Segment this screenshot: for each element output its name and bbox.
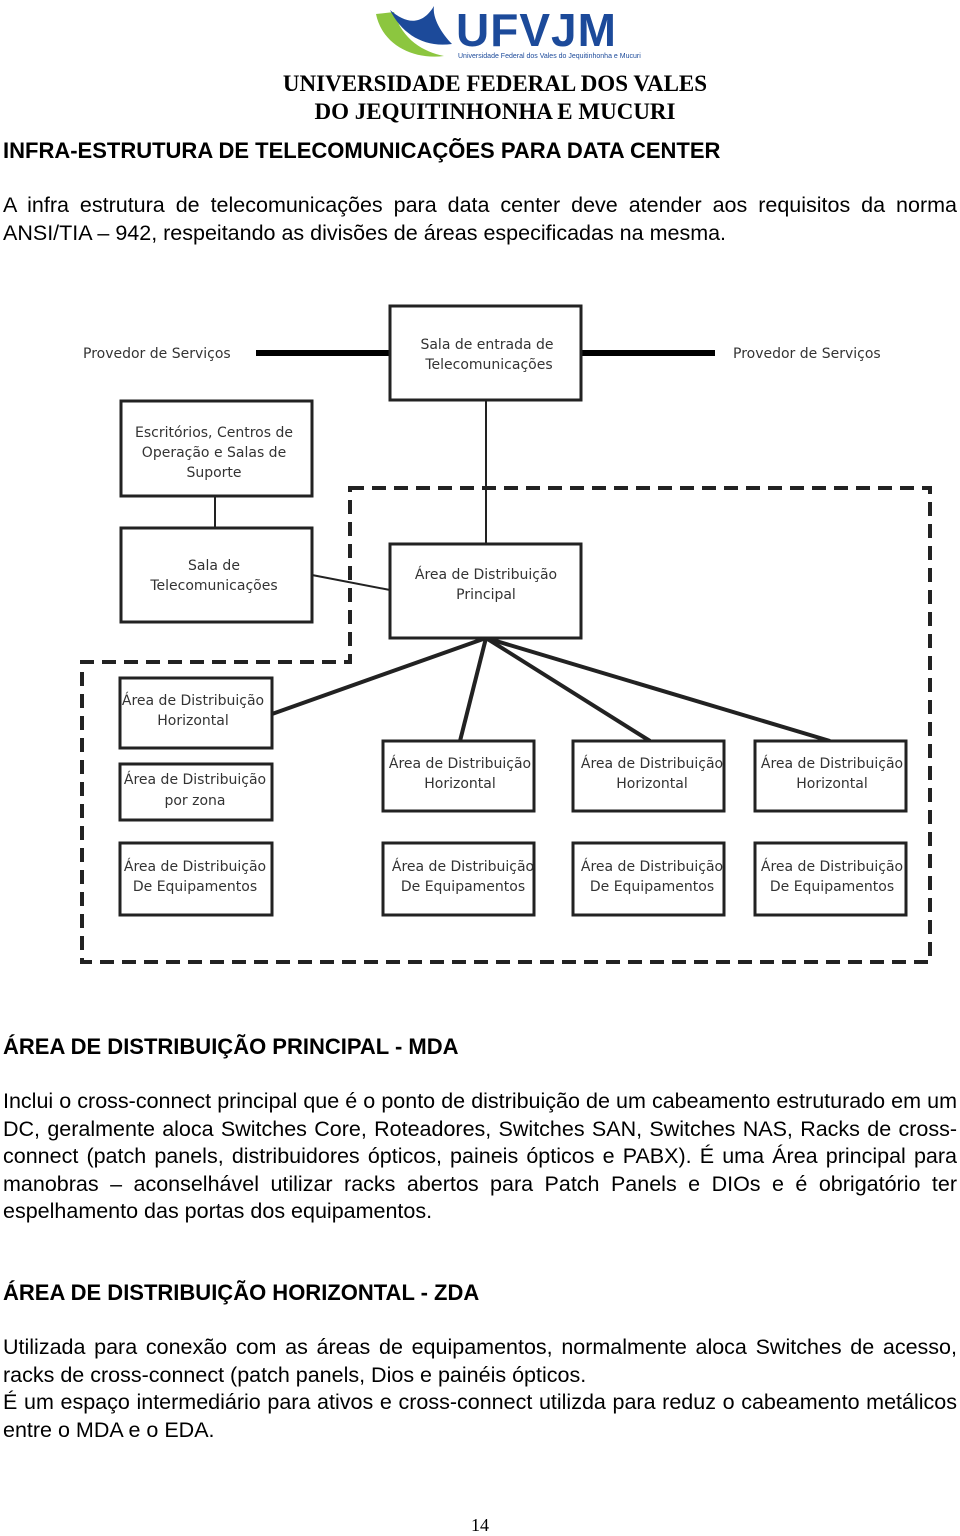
institution-name-line1: UNIVERSIDADE FEDERAL DOS VALES — [282, 71, 708, 96]
hda-box-3 — [753, 739, 908, 813]
mda-label-2: Principal — [456, 587, 516, 603]
section-zda-paragraph-1: Utilizada para conexão com as áreas de e… — [3, 1335, 957, 1387]
hda-left-label-1: Área de Distribuição — [122, 692, 264, 709]
hda-3-label-2: Horizontal — [796, 776, 867, 792]
section-heading-mda: ÁREA DE DISTRIBUIÇÃO PRINCIPAL - MDA — [3, 1034, 459, 1059]
eda-2-label-2: De Equipamentos — [590, 879, 714, 895]
link-telecom-mda — [311, 574, 391, 591]
telecom-room-box — [119, 526, 314, 624]
link-mda-hda-3 — [485, 636, 831, 743]
telecom-room-label-2: Telecomunicações — [149, 578, 277, 594]
logo-wordmark: UFVJM — [456, 4, 617, 56]
zda-label-1: Área de Distribuição — [124, 771, 266, 788]
hda-1-label-1: Área de Distribuição — [389, 755, 531, 772]
hda-3-label-1: Área de Distribuição — [761, 755, 903, 772]
section-heading-zda: ÁREA DE DISTRIBUIÇÃO HORIZONTAL - ZDA — [3, 1280, 480, 1305]
logo-subtitle: Universidade Federal dos Vales do Jequit… — [458, 53, 641, 60]
entrance-room-box — [388, 304, 583, 402]
eda-1-label-1: Área de Distribuição — [392, 858, 534, 875]
logo-leaf-blue — [390, 6, 452, 45]
entrance-room-label-2: Telecomunicações — [424, 357, 552, 373]
page-number: 14 — [471, 1515, 489, 1535]
eda-2-label-1: Área de Distribuição — [581, 858, 723, 875]
offices-label-1: Escritórios, Centros de — [135, 425, 293, 441]
entrance-room-label-1: Sala de entrada de — [420, 337, 553, 353]
link-mda-hda-left — [271, 636, 487, 716]
data-center-topology-diagram: Provedor de Serviços Provedor de Serviço… — [80, 304, 932, 964]
hda-left-box — [118, 676, 274, 750]
link-mda-hda-2 — [484, 636, 652, 743]
provider-left-label: Provedor de Serviços — [83, 346, 231, 362]
offices-box — [119, 399, 314, 498]
hda-box-2 — [571, 739, 726, 813]
link-mda-hda-1 — [458, 637, 488, 742]
telecom-room-label-1: Sala de — [188, 558, 240, 574]
offices-label-2: Operação e Salas de — [142, 445, 286, 461]
eda-3-label-1: Área de Distribuição — [761, 858, 903, 875]
hda-2-label-2: Horizontal — [616, 776, 687, 792]
provider-right-label: Provedor de Serviços — [733, 346, 881, 362]
section-mda-paragraph: Inclui o cross-connect principal que é o… — [3, 1089, 957, 1223]
eda-3-label-2: De Equipamentos — [770, 879, 894, 895]
eda-left-label-1: Área de Distribuição — [124, 858, 266, 875]
data-center-boundary — [80, 486, 932, 964]
offices-label-3: Suporte — [186, 465, 241, 481]
hda-2-label-1: Área de Distribuição — [581, 755, 723, 772]
intro-paragraph: A infra estrutura de telecomunicações pa… — [3, 193, 957, 245]
mda-label-1: Área de Distribuição — [415, 566, 557, 583]
mda-box — [388, 542, 583, 640]
ufvjm-logo — [376, 6, 452, 57]
page-title: INFRA-ESTRUTURA DE TELECOMUNICAÇÕES PARA… — [3, 138, 721, 163]
logo-leaf-green — [376, 12, 444, 57]
zda-label-2: por zona — [164, 793, 225, 809]
hda-1-label-2: Horizontal — [424, 776, 495, 792]
section-mda-text: Inclui o cross-connect principal que é o… — [3, 1088, 957, 1226]
eda-left-label-2: De Equipamentos — [133, 879, 257, 895]
hda-box-1 — [381, 739, 536, 813]
eda-1-label-2: De Equipamentos — [401, 879, 525, 895]
section-zda-paragraph-2: É um espaço intermediário para ativos e … — [3, 1390, 957, 1442]
eda-box-left — [118, 841, 274, 917]
eda-box-2 — [571, 841, 726, 917]
eda-box-1 — [381, 841, 536, 917]
section-zda-text: Utilizada para conexão com as áreas de e… — [3, 1334, 957, 1444]
eda-box-3 — [753, 841, 908, 917]
hda-left-label-2: Horizontal — [157, 713, 228, 729]
zda-box — [118, 762, 274, 822]
institution-name-line2: DO JEQUITINHONHA E MUCURI — [314, 99, 676, 124]
